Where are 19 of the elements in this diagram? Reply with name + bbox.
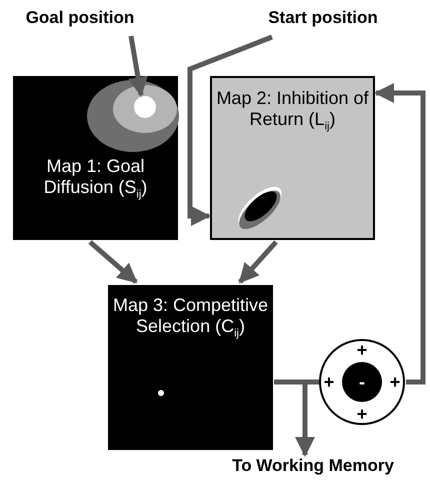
arrow [128, 36, 148, 97]
arrow [238, 240, 278, 284]
sign-symbol: + [322, 373, 336, 391]
map-title: Map 2: Inhibition of Return (L$_{ij}$) [215, 88, 370, 135]
arrow [188, 34, 273, 226]
text-label: Goal position [10, 8, 150, 32]
arrow [88, 240, 138, 284]
sign-symbol: - [358, 373, 366, 391]
map-panel [13, 76, 178, 240]
map-panel [108, 285, 273, 450]
arrow [374, 83, 426, 384]
map-panel [210, 76, 375, 240]
sign-symbol: + [388, 373, 402, 391]
text-label: Start position [248, 8, 398, 32]
sign-symbol: + [356, 405, 368, 423]
map-title: Map 1: Goal Diffusion (S$_{ij}$) [42, 156, 148, 203]
sign-symbol: + [356, 341, 368, 359]
map-title: Map 3: Competitive Selection (C$_{ij}$) [112, 295, 270, 342]
text-label: To Working Memory [228, 456, 398, 480]
